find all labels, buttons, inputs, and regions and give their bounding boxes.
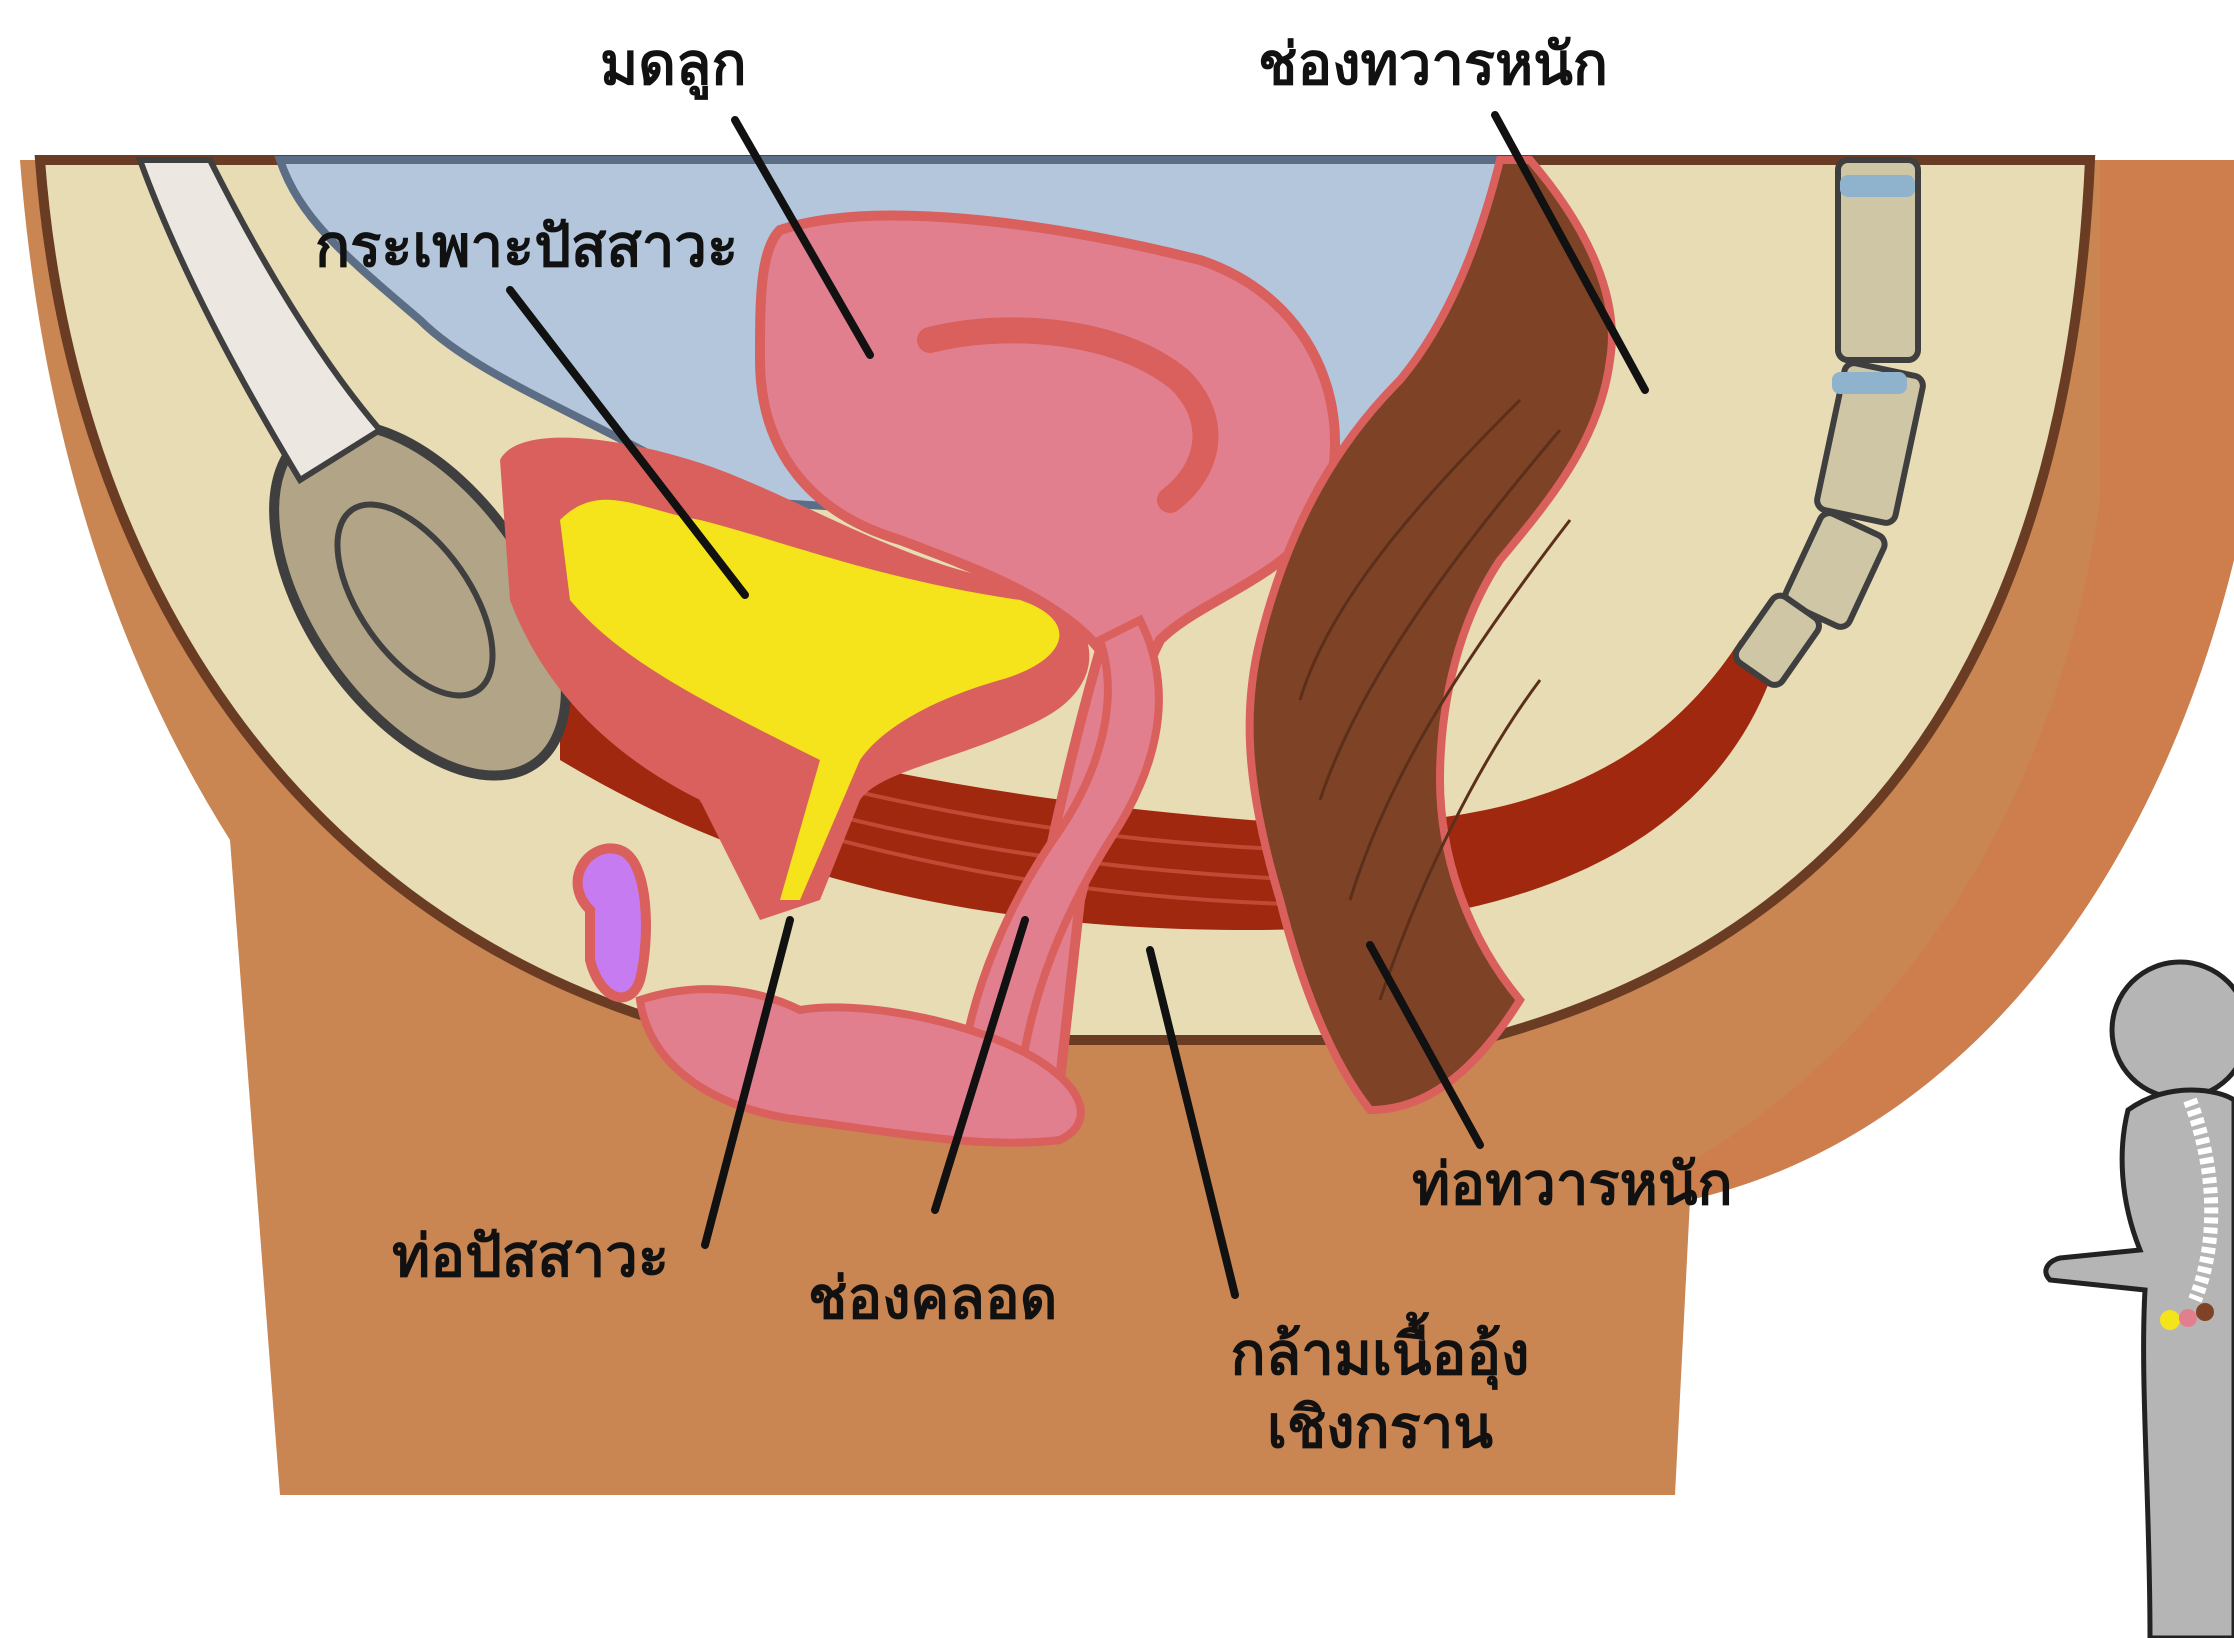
label-pelvic-floor-line2: เชิงกราน [1180, 1391, 1580, 1464]
label-pelvic-floor: กล้ามเนื้ออุ้ง เชิงกราน [1180, 1318, 1580, 1463]
label-bladder: กระเพาะปัสสาวะ [315, 210, 738, 283]
label-urethra: ท่อปัสสาวะ [392, 1220, 669, 1293]
label-vagina: ช่องคลอด [808, 1262, 1057, 1335]
label-rectum: ช่องทวารหนัก [1258, 28, 1608, 101]
label-uterus: มดลูก [600, 28, 747, 101]
label-pelvic-floor-line1: กล้ามเนื้ออุ้ง [1180, 1318, 1580, 1391]
label-anal-canal: ท่อทวารหนัก [1412, 1148, 1733, 1221]
human-figure-icon [2046, 962, 2234, 1638]
